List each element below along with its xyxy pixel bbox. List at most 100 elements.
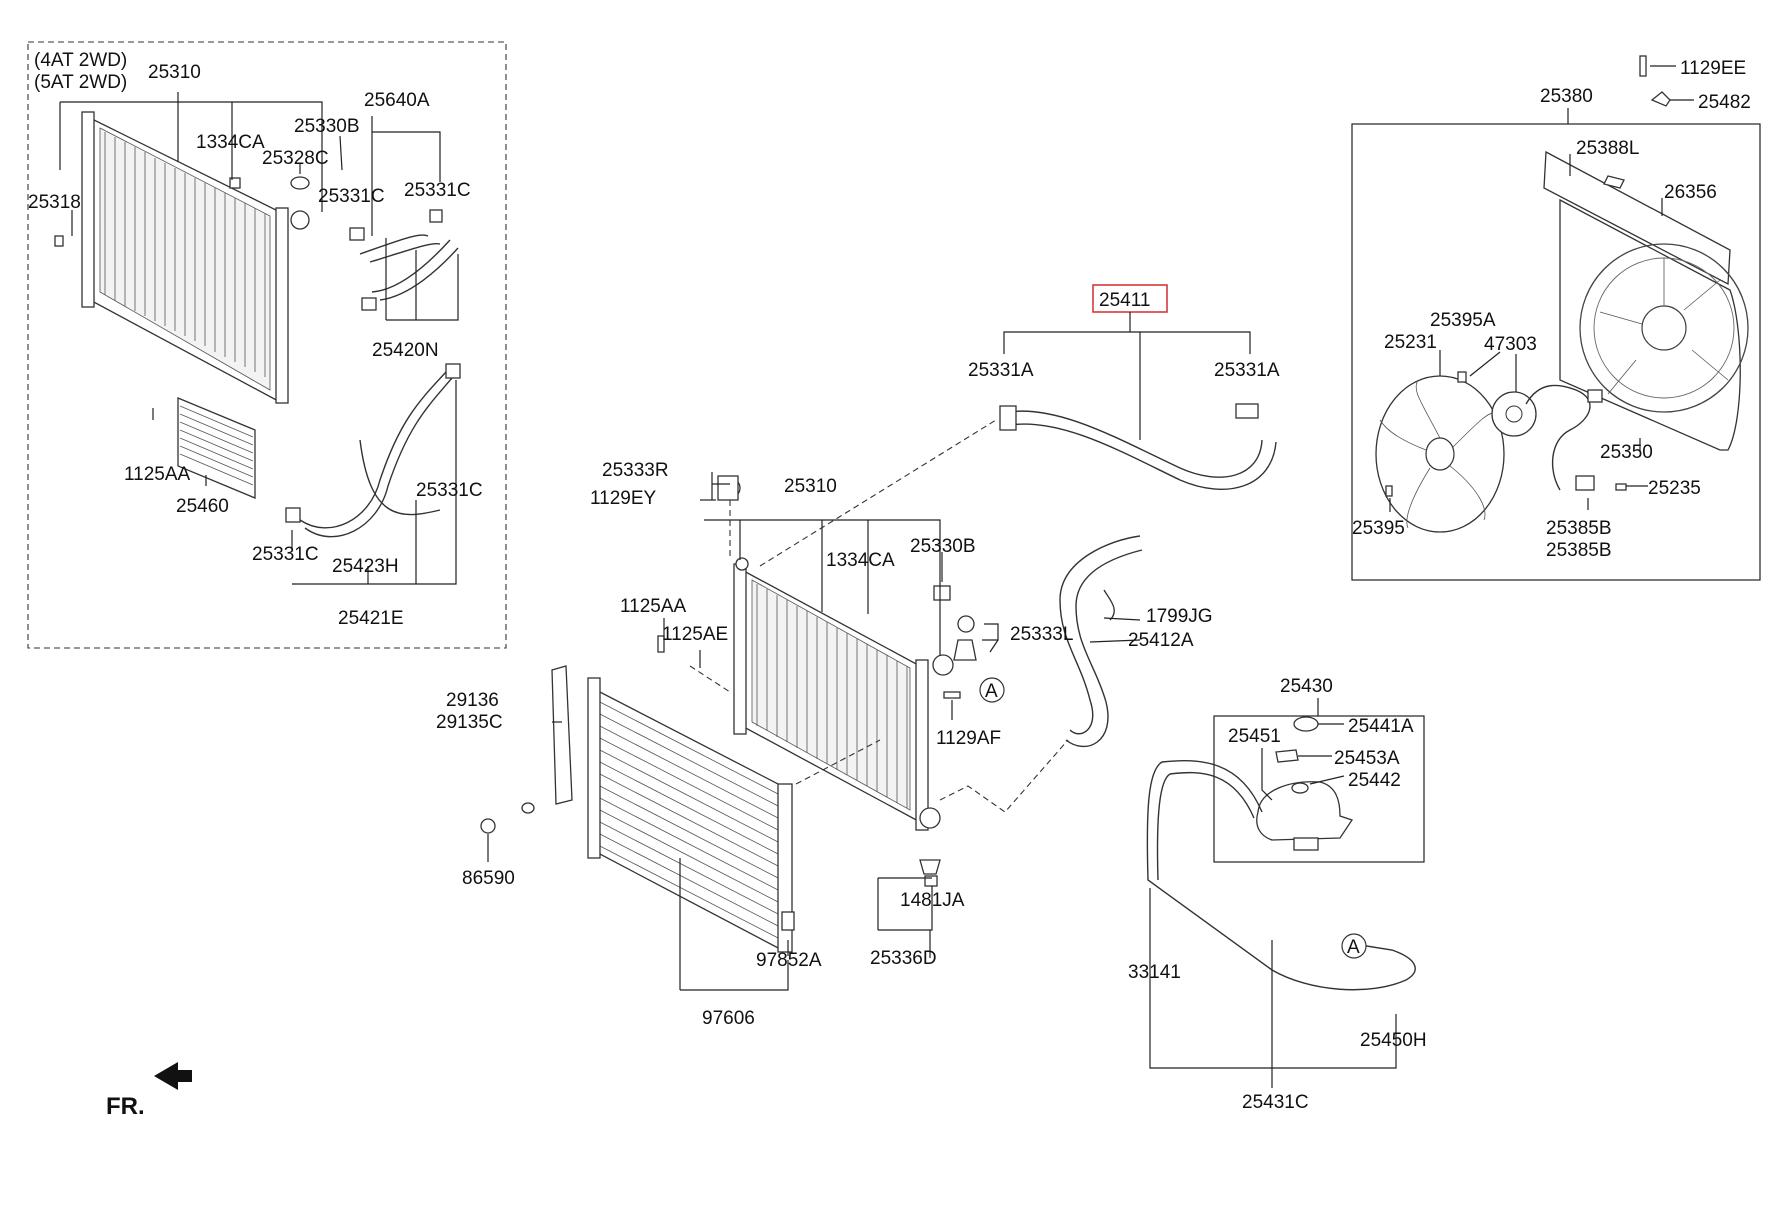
variant-note-2: (5AT 2WD): [34, 72, 127, 93]
label-97606: 97606: [702, 1008, 755, 1029]
reservoir-frame: [1213, 715, 1425, 863]
clamp-25331C-c: [361, 297, 377, 311]
label-25450H: 25450H: [1360, 1030, 1427, 1051]
label-33141: 33141: [1128, 962, 1181, 983]
label-25453A: 25453A: [1334, 748, 1400, 769]
radiator-small: [81, 111, 289, 404]
clamp-25331C-e: [445, 363, 461, 379]
clamp-25331A-right: [1235, 403, 1259, 419]
clip-25482: [1650, 91, 1671, 107]
cap-small: [290, 210, 310, 230]
mount-top-left: [735, 557, 749, 571]
label-25330B-b: 25330B: [910, 536, 976, 557]
label-25412A: 25412A: [1128, 630, 1194, 651]
label-25380: 25380: [1540, 86, 1593, 107]
label-1125AE: 1125AE: [662, 624, 728, 645]
label-25231: 25231: [1384, 332, 1437, 353]
label-1481JA: 1481JA: [900, 890, 965, 911]
air-guard-29136: [551, 665, 573, 805]
hose-25412A: [1059, 535, 1141, 735]
label-25482: 25482: [1698, 92, 1751, 113]
label-25395A: 25395A: [1430, 310, 1496, 331]
front-marker: FR.: [106, 1093, 145, 1120]
hose-25420N-b: [371, 239, 451, 293]
label-25411: 25411: [1099, 290, 1150, 311]
clip-25318: [54, 235, 64, 247]
label-25331C-b: 25331C: [404, 180, 471, 201]
label-25395: 25395: [1352, 518, 1405, 539]
clamp-25331C-d: [285, 507, 301, 523]
label-25331C-c: 25331C: [416, 480, 483, 501]
label-25318: 25318: [28, 192, 81, 213]
label-25430: 25430: [1280, 676, 1333, 697]
bolt-1125AA-b: [657, 635, 665, 653]
screw-25395A: [1457, 371, 1467, 383]
label-1334CA-b: 1334CA: [826, 550, 895, 571]
variant-frame: [27, 41, 507, 649]
fan-motor-47303: [1491, 391, 1537, 437]
label-plate-25388L: [1603, 175, 1625, 189]
seal-25328C: [290, 176, 310, 190]
label-29135C: 29135C: [436, 712, 503, 733]
label-1334CA-a: 1334CA: [196, 132, 265, 153]
callout-A-hose-text: A: [1347, 937, 1360, 958]
hose-25450H: [1146, 760, 1416, 991]
label-25441A: 25441A: [1348, 716, 1414, 737]
leaders-reservoir: [1261, 723, 1345, 801]
label-plate-25453A: [1275, 749, 1299, 763]
label-1799JG: 1799JG: [1146, 606, 1213, 627]
label-25420N: 25420N: [372, 340, 439, 361]
hose-25411: [1007, 410, 1263, 478]
label-26356: 26356: [1664, 182, 1717, 203]
connector-25385B: [1575, 475, 1595, 491]
condenser-97606: [587, 677, 793, 953]
dryer-97852A: [781, 911, 795, 931]
radiator-main: [733, 563, 929, 831]
clamp-1799JG: [1103, 589, 1115, 621]
label-25460: 25460: [176, 496, 229, 517]
bolt-1129EE: [1639, 55, 1647, 77]
drain-25336D: [919, 807, 941, 829]
leaders-top-left: [59, 92, 459, 585]
hose-25423H: [299, 371, 447, 529]
callout-A-center: [979, 677, 1005, 703]
screw-25395: [1385, 485, 1393, 497]
label-25333L: 25333L: [1010, 624, 1073, 645]
label-47303: 47303: [1484, 334, 1537, 355]
clip-1334CA: [229, 177, 241, 189]
reservoir-tank: [1256, 781, 1354, 851]
label-86590: 86590: [462, 868, 515, 889]
fan-blade-25231: [1375, 375, 1505, 533]
label-25350: 25350: [1600, 442, 1653, 463]
label-29136: 29136: [446, 690, 499, 711]
fan-frame: [1351, 123, 1761, 581]
cap-25441A: [1293, 716, 1319, 732]
label-25451: 25451: [1228, 726, 1281, 747]
label-25431C: 25431C: [1242, 1092, 1309, 1113]
oil-cooler: [177, 397, 256, 499]
leaders-center: [487, 472, 1141, 991]
clamp-25331C-a: [349, 227, 365, 241]
label-25330B-a: 25330B: [294, 116, 360, 137]
grommet-1481JA: [919, 859, 941, 875]
label-1129EY: 1129EY: [590, 488, 657, 509]
label-25328C: 25328C: [262, 148, 329, 169]
label-25421E: 25421E: [338, 608, 404, 629]
bolt-1129AF: [943, 691, 961, 699]
label-25385B-b: 25385B: [1546, 540, 1612, 561]
seal-25330B: [933, 585, 951, 601]
label-1129AF: 1129AF: [936, 728, 1001, 749]
label-25310-b: 25310: [784, 476, 837, 497]
label-25331A-right: 25331A: [1214, 360, 1280, 381]
callout-A-center-text: A: [985, 681, 998, 702]
clamp-25331A-left: [999, 405, 1017, 431]
label-25640A: 25640A: [364, 90, 430, 111]
front-arrow-icon: [154, 1062, 192, 1090]
label-25388L: 25388L: [1576, 138, 1639, 159]
label-25331A-left: 25331A: [968, 360, 1034, 381]
label-25442: 25442: [1348, 770, 1401, 791]
label-25310-a: 25310: [148, 62, 201, 83]
cap-25330B: [932, 654, 954, 676]
